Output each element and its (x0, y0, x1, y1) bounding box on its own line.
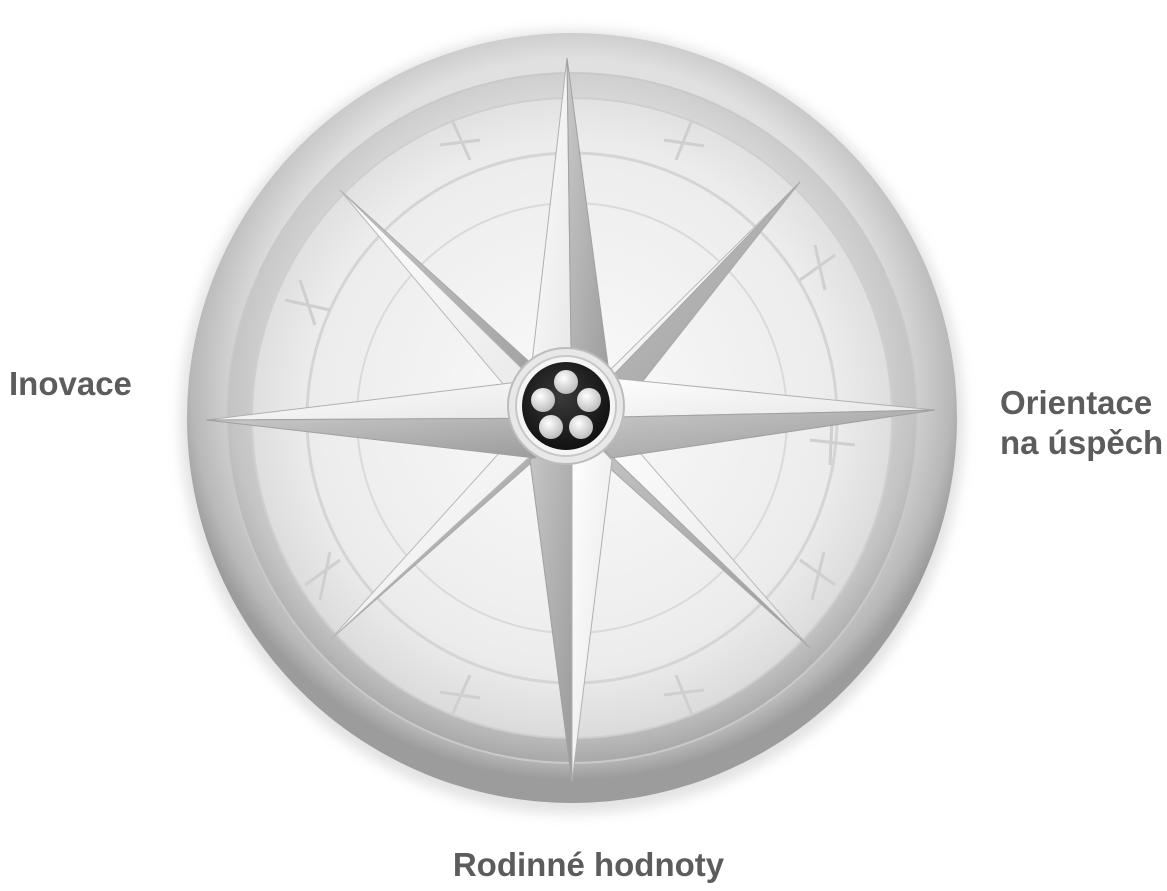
five-dot-hub-icon (508, 348, 624, 464)
label-east-line1: Orientace (1000, 383, 1163, 423)
label-west: Inovace (9, 364, 132, 404)
label-east: Orientace na úspěch (1000, 383, 1163, 463)
label-east-line2: na úspěch (1000, 423, 1163, 463)
label-south: Rodinné hodnoty (0, 845, 1167, 885)
